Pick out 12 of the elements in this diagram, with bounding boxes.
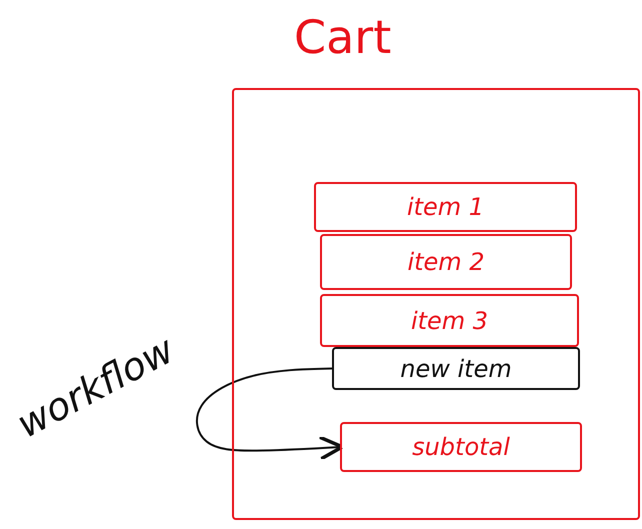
container-title: Cart bbox=[294, 10, 392, 64]
item-label: subtotal bbox=[411, 433, 511, 461]
item-box bbox=[314, 182, 577, 232]
item-label: item 2 bbox=[406, 248, 486, 276]
item-label: item 3 bbox=[410, 306, 490, 334]
item-box bbox=[320, 234, 572, 290]
item-box bbox=[320, 294, 579, 347]
item-label: item 1 bbox=[406, 193, 486, 221]
curved-arrow bbox=[196, 368, 344, 461]
item-box bbox=[340, 422, 582, 472]
item-label: new item bbox=[399, 354, 513, 382]
new-item-box bbox=[332, 347, 580, 390]
